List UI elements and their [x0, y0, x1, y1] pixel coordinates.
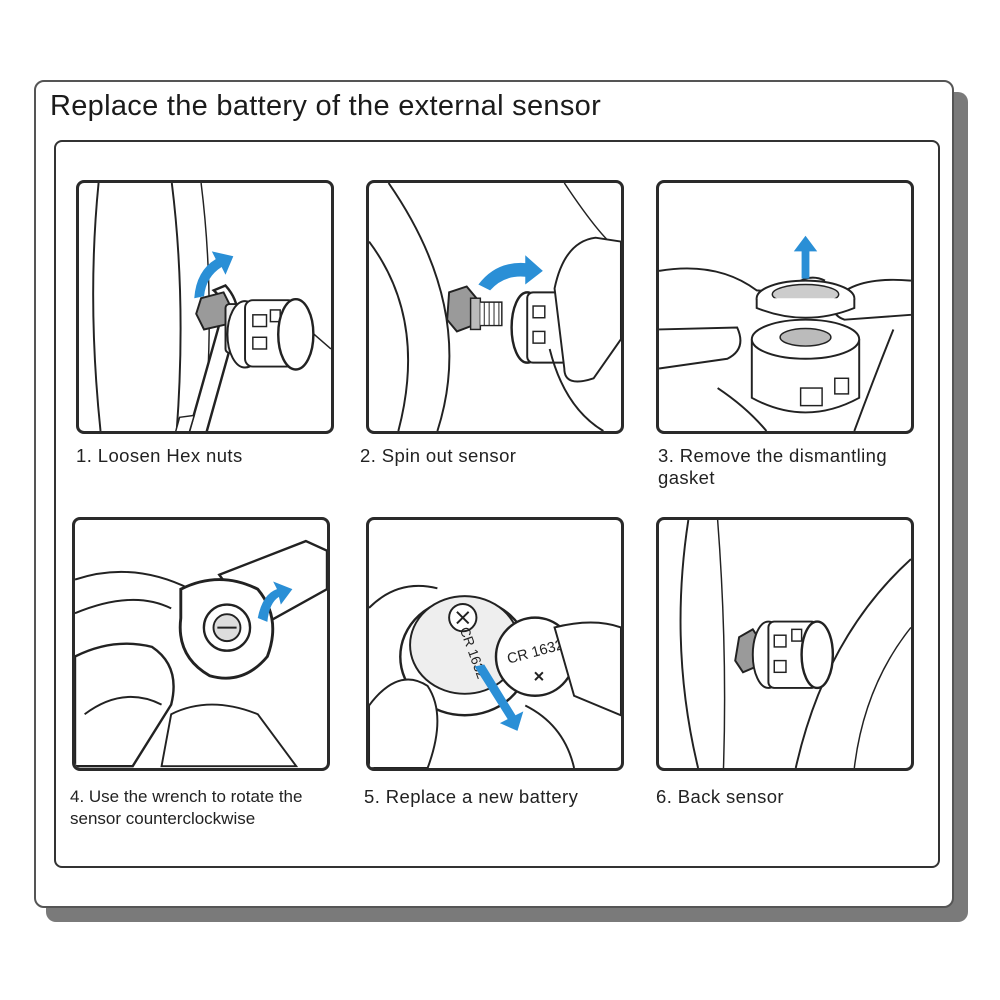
step-4-caption: 4. Use the wrench to rotate the sensor c…	[70, 787, 303, 828]
step-4-image	[72, 517, 330, 771]
wrench-loosen-illustration	[92, 183, 331, 431]
step-3-caption: 3. Remove the dismantling gasket	[658, 445, 888, 488]
step-5-image: CR 1632 CR 1632	[366, 517, 624, 771]
step-5-caption: 5. Replace a new battery	[364, 786, 579, 807]
wrench-rotate-illustration	[75, 539, 327, 768]
step-1-caption: 1. Loosen Hex nuts	[76, 445, 243, 466]
step-6-image	[656, 517, 914, 771]
battery-replace-illustration: CR 1632 CR 1632	[369, 584, 621, 768]
step-6-caption: 6. Back sensor	[656, 786, 784, 807]
step-2-image	[366, 180, 624, 434]
remove-gasket-illustration	[659, 235, 911, 431]
page-title: Replace the battery of the external sens…	[50, 90, 602, 122]
step-3-image	[656, 180, 914, 434]
spin-out-sensor-illustration	[369, 183, 621, 431]
step-2-caption: 2. Spin out sensor	[360, 445, 517, 466]
sensor-installed-illustration	[679, 520, 911, 768]
step-1-image	[76, 180, 334, 434]
